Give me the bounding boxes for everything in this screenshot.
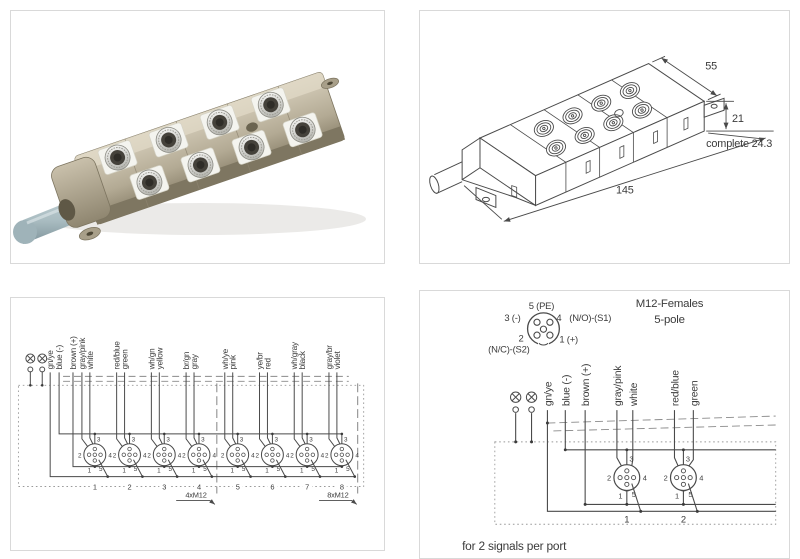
junction-dots bbox=[29, 384, 357, 478]
female-face-diagram: 5 (PE) 3 (-) 4 (N/O)-(S1) 2 (N/C)-(S2) 1… bbox=[488, 300, 611, 355]
port-number: 1 bbox=[624, 513, 629, 524]
wire-label: blue (-) bbox=[561, 375, 572, 406]
wire-labels: gn/ye blue (-) brown (+) gray/pink white… bbox=[543, 364, 700, 407]
dimension-drawing: 55 21 complete 24.3 145 bbox=[429, 55, 774, 222]
wire-label: gray/br bbox=[325, 345, 334, 370]
pin4-face-label: 4 bbox=[556, 312, 561, 323]
wire-label: wh/ye bbox=[221, 348, 230, 370]
port-number: 8 bbox=[340, 482, 344, 491]
pinout-diagram: 2 3 4 1 5 bbox=[462, 298, 777, 553]
panel-pinout-2signals: 2 3 4 1 5 bbox=[419, 290, 790, 559]
wire-label: pink bbox=[229, 354, 238, 369]
dimension-lines bbox=[463, 55, 774, 222]
wire-label: white bbox=[86, 351, 95, 371]
wire-label: white bbox=[629, 382, 640, 407]
wire-label: red bbox=[263, 358, 272, 370]
caption: for 2 signals per port bbox=[462, 539, 567, 553]
wire-label: blue (-) bbox=[55, 345, 64, 370]
wire-label: violet bbox=[333, 351, 342, 370]
dimension-labels: 55 21 complete 24.3 145 bbox=[616, 61, 772, 197]
port-number: 4 bbox=[197, 482, 201, 491]
wires bbox=[515, 410, 776, 512]
wire-label: wh/gray bbox=[290, 341, 299, 370]
port-number: 3 bbox=[162, 482, 166, 491]
housing-dotted-frame bbox=[494, 441, 777, 525]
cable-gland bbox=[58, 199, 76, 221]
dim-width-label: 55 bbox=[705, 61, 717, 73]
wire-label: ye/br bbox=[255, 352, 264, 370]
wire-label: yellow bbox=[155, 348, 164, 370]
product-photo-illustration bbox=[13, 72, 366, 244]
variant-label-8xm12: 8xM12 bbox=[327, 490, 348, 499]
pin1-face-label: 1 (+) bbox=[559, 334, 578, 345]
pin5-face-label: 5 (PE) bbox=[529, 300, 555, 311]
wire-labels: gn/ye blue (-) brown (+) gray/pink white… bbox=[46, 336, 342, 371]
mounting-ears bbox=[78, 77, 339, 241]
port-number: 2 bbox=[681, 513, 686, 524]
wire-label: black bbox=[298, 350, 307, 369]
wire-label: green bbox=[689, 380, 700, 406]
pin3-face-label: 3 (-) bbox=[504, 312, 520, 323]
pin2-function-label: (N/C)-(S2) bbox=[488, 344, 529, 355]
wire-label: green bbox=[121, 349, 130, 370]
distribution-box bbox=[51, 72, 346, 241]
wire-label: red/blue bbox=[670, 370, 681, 406]
variant-arrows: 4xM12 8xM12 bbox=[176, 490, 358, 505]
port-numbers: 1 2 bbox=[624, 513, 686, 524]
wire-label: gray/pink bbox=[613, 365, 624, 406]
connector-type-title: M12-Females 5-pole bbox=[636, 298, 704, 326]
wire-label: br/gn bbox=[182, 351, 191, 369]
m12-connectors bbox=[104, 91, 316, 196]
wires bbox=[29, 371, 356, 478]
pin2-face-label: 2 bbox=[519, 333, 524, 344]
shield-dashed-lines bbox=[547, 415, 776, 432]
wire-label: gray/pink bbox=[78, 337, 87, 370]
blind-hole bbox=[246, 122, 258, 132]
title-line1: M12-Females bbox=[636, 298, 704, 310]
wire-label: wh/gn bbox=[147, 348, 156, 371]
port-number: 7 bbox=[305, 482, 309, 491]
dim-complete-label: complete 24.3 bbox=[706, 138, 772, 150]
junction-dots bbox=[514, 421, 699, 513]
wiring-schematic: 2 3 4 1 5 bbox=[17, 336, 365, 505]
dim-length-label: 145 bbox=[616, 185, 634, 197]
pin-stubs bbox=[94, 433, 356, 477]
dim-height-label: 21 bbox=[732, 113, 744, 125]
shield-dashed-lines bbox=[63, 375, 349, 382]
wire-label: brown (+) bbox=[581, 364, 592, 406]
pin-stubs bbox=[626, 449, 698, 512]
wire-label: gn/ye bbox=[543, 381, 554, 406]
port-number: 1 bbox=[93, 482, 97, 491]
panel-product-photo bbox=[10, 10, 385, 264]
wire-label: gray bbox=[190, 353, 199, 369]
panel-dimension-drawing: 55 21 complete 24.3 145 bbox=[419, 10, 790, 264]
title-line2: 5-pole bbox=[654, 314, 685, 326]
group-separators bbox=[216, 383, 359, 494]
panel-wiring-schematic-8port: 2 3 4 1 5 bbox=[10, 297, 385, 551]
port-number: 5 bbox=[236, 482, 240, 491]
wire-label: red/blue bbox=[113, 341, 122, 370]
wire-label: gn/ye bbox=[46, 350, 55, 370]
wire-label: brown (+) bbox=[69, 336, 78, 370]
port-connectors bbox=[77, 435, 360, 475]
port-numbers: 1 2 3 4 5 6 7 8 bbox=[89, 480, 347, 491]
pin4-function-label: (N/O)-(S1) bbox=[569, 312, 611, 323]
port-number: 6 bbox=[270, 482, 274, 491]
port-number: 2 bbox=[128, 482, 132, 491]
variant-label-4xm12: 4xM12 bbox=[185, 490, 206, 499]
